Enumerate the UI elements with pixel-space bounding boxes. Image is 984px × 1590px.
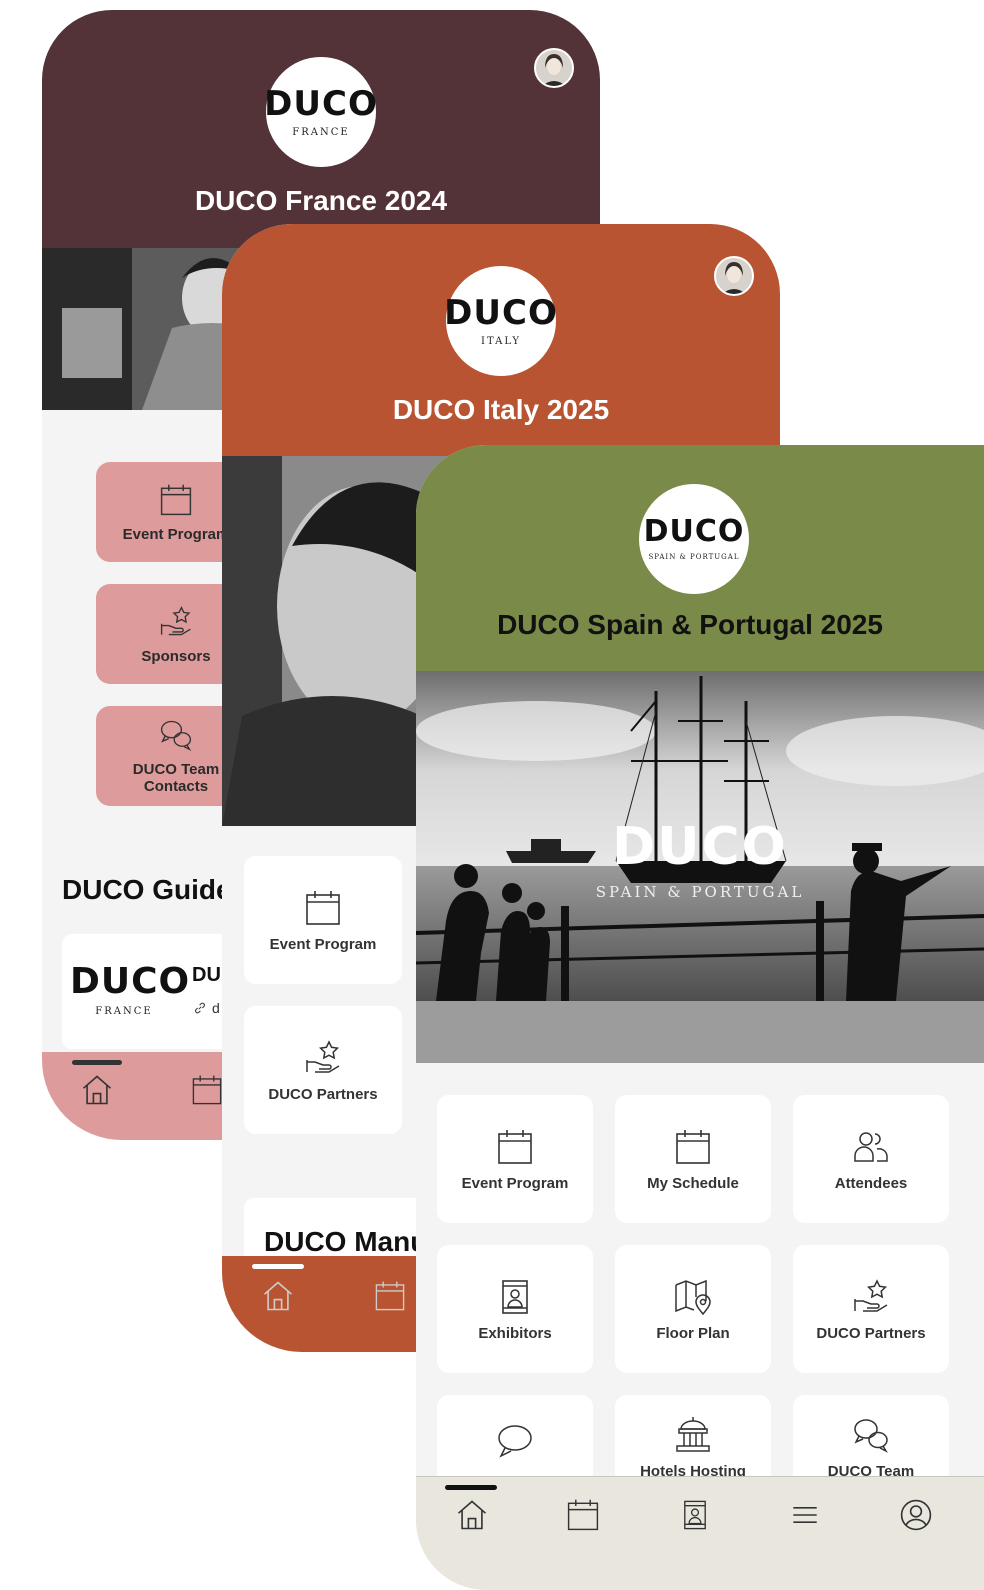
italy-header: DUCO ITALY DUCO Italy 2025 — [222, 224, 780, 456]
nav-menu[interactable] — [785, 1495, 825, 1535]
spain-app-screen: DUCO SPAIN & PORTUGAL DUCO Spain & Portu… — [416, 445, 984, 1590]
calendar-icon — [158, 482, 194, 518]
tile-label: Exhibitors — [478, 1324, 552, 1342]
tile-attendees[interactable]: Attendees — [793, 1095, 949, 1223]
active-tab-indicator — [72, 1060, 122, 1065]
guide-card-title: DU — [192, 964, 221, 986]
chat-bubbles-icon — [158, 717, 194, 753]
booth-icon — [495, 1277, 535, 1317]
nav-home[interactable] — [452, 1495, 492, 1535]
tile-label: DUCO Partners — [816, 1324, 926, 1342]
calendar-icon — [190, 1073, 224, 1107]
hand-star-icon — [303, 1038, 343, 1078]
building-icon — [673, 1415, 713, 1455]
tile-event-program[interactable]: Event Program — [244, 856, 402, 984]
nav-home[interactable] — [258, 1276, 298, 1316]
nav-home[interactable] — [77, 1070, 117, 1110]
italy-logo: DUCO ITALY — [444, 266, 558, 376]
chat-bubbles-icon — [851, 1415, 891, 1455]
overlay-subtitle: SPAIN & PORTUGAL — [595, 883, 805, 901]
france-logo: DUCO FRANCE — [264, 57, 378, 167]
photo-overlay-logo: DUCO SPAIN & PORTUGAL — [416, 821, 984, 901]
user-avatar[interactable] — [534, 48, 574, 88]
tile-event-program[interactable]: Event Program — [437, 1095, 593, 1223]
spain-hero-photo: DUCO SPAIN & PORTUGAL — [416, 671, 984, 1063]
nav-calendar[interactable] — [370, 1276, 410, 1316]
overlay-wordmark: DUCO — [612, 817, 788, 877]
spain-bottom-nav — [416, 1476, 984, 1590]
france-header: DUCO FRANCE DUCO France 2024 — [42, 10, 600, 248]
logo-subtitle: SPAIN & PORTUGAL — [648, 553, 740, 561]
hand-star-icon — [158, 604, 194, 640]
tile-floor-plan[interactable]: Floor Plan — [615, 1245, 771, 1373]
tile-my-schedule[interactable]: My Schedule — [615, 1095, 771, 1223]
calendar-icon — [373, 1279, 407, 1313]
tile-label: Event Program — [269, 935, 377, 953]
active-tab-indicator — [252, 1264, 304, 1269]
tile-label: DUCO Partners — [268, 1085, 378, 1103]
nav-profile[interactable] — [896, 1495, 936, 1535]
profile-icon — [898, 1497, 934, 1533]
guide-card-link[interactable]: d — [212, 1000, 220, 1016]
event-title: DUCO Italy 2025 — [392, 394, 610, 425]
nav-calendar[interactable] — [563, 1495, 603, 1535]
tile-label: DUCO Team — [827, 1463, 915, 1480]
booth-icon — [678, 1498, 712, 1532]
home-icon — [260, 1278, 296, 1314]
user-avatar[interactable] — [714, 256, 754, 296]
tile-label: Event Program — [461, 1174, 569, 1192]
calendar-icon — [303, 888, 343, 928]
tile-duco-partners[interactable]: DUCO Partners — [793, 1245, 949, 1373]
map-pin-icon — [673, 1277, 713, 1317]
logo-wordmark: DUCO — [643, 514, 745, 549]
tile-label: Attendees — [834, 1174, 908, 1192]
event-title: DUCO France 2024 — [194, 185, 448, 216]
link-icon — [192, 1000, 208, 1016]
logo-subtitle: FRANCE — [292, 126, 350, 138]
logo-wordmark: DUCO — [264, 83, 378, 124]
logo-subtitle: ITALY — [481, 335, 521, 347]
calendar-icon — [495, 1127, 535, 1167]
spain-header: DUCO SPAIN & PORTUGAL DUCO Spain & Portu… — [416, 445, 984, 671]
guide-heading: DUCO Guide — [62, 874, 232, 905]
home-icon — [79, 1072, 115, 1108]
guide-card-logo-sub: FRANCE — [95, 1006, 153, 1017]
tile-label: Sponsors — [141, 647, 211, 665]
tile-label: Floor Plan — [656, 1324, 730, 1342]
chat-bubble-icon — [495, 1421, 535, 1461]
guide-card-logo: DUCO — [70, 961, 191, 1002]
hand-star-icon — [851, 1277, 891, 1317]
event-title: DUCO Spain & Portugal 2025 — [497, 609, 883, 640]
home-icon — [454, 1497, 490, 1533]
tile-label: DUCO Team Contacts — [132, 761, 220, 795]
spain-logo: DUCO SPAIN & PORTUGAL — [639, 484, 749, 594]
menu-icon — [787, 1497, 823, 1533]
nav-exhibitors[interactable] — [675, 1495, 715, 1535]
tile-label: Hotels Hosting — [640, 1463, 746, 1480]
active-tab-indicator — [445, 1485, 497, 1490]
tile-label: My Schedule — [647, 1174, 739, 1192]
logo-wordmark: DUCO — [444, 292, 558, 333]
calendar-icon — [565, 1497, 601, 1533]
tile-label: Event Program — [122, 525, 230, 543]
tile-duco-partners[interactable]: DUCO Partners — [244, 1006, 402, 1134]
nav-calendar[interactable] — [187, 1070, 227, 1110]
calendar-icon — [673, 1127, 713, 1167]
people-icon — [851, 1127, 891, 1167]
tile-exhibitors[interactable]: Exhibitors — [437, 1245, 593, 1373]
manual-heading: DUCO Manu — [264, 1226, 428, 1257]
